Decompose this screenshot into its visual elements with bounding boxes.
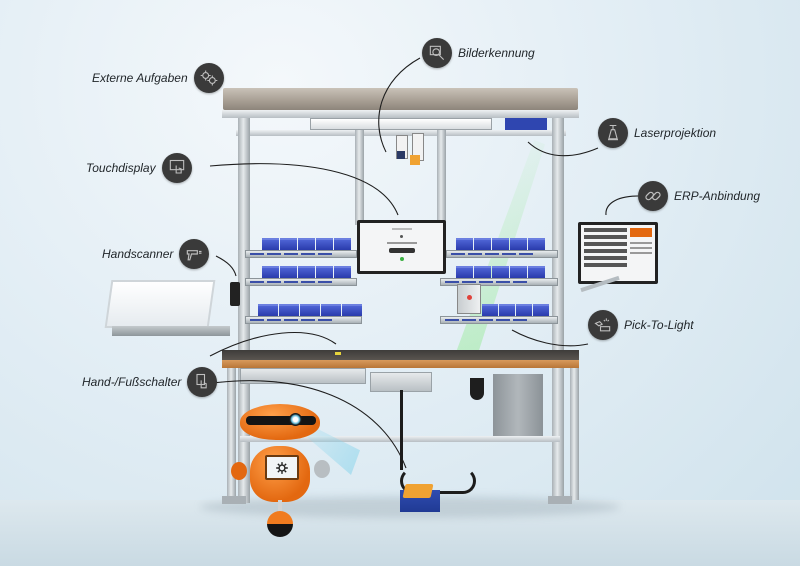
shelf-rail-left-3 (245, 316, 362, 324)
callout-label: ERP-Anbindung (674, 189, 761, 203)
touch-display (357, 220, 446, 274)
callout-pick-to-light: Pick-To-Light (588, 310, 694, 340)
robot-arm-right (314, 460, 330, 478)
drawer (240, 368, 366, 384)
callout-label: Externe Aufgaben (92, 71, 188, 85)
callout-hand-fussschalter: Hand-/Fußschalter (82, 367, 218, 397)
robot-chest-screen (265, 455, 299, 480)
shelf-rail-left-1 (245, 250, 357, 258)
robot-visor (246, 416, 316, 425)
shelf-rail-right-2 (440, 278, 558, 286)
shelf-right-2 (456, 266, 545, 279)
leg-right-front (570, 360, 579, 500)
leg-left-front (227, 360, 236, 500)
robot-arm-left (231, 462, 247, 480)
callout-externe-aufgaben: Externe Aufgaben (92, 63, 224, 93)
robot-wheel (267, 511, 293, 537)
post-right (552, 118, 564, 503)
hand-light-bin-icon (588, 310, 618, 340)
shelf-rail-right-1 (446, 250, 558, 258)
callout-label: Touchdisplay (86, 161, 156, 175)
hand-scanner (230, 282, 240, 306)
callout-bilderkennung: Bilderkennung (422, 38, 535, 68)
callout-label: Pick-To-Light (624, 318, 694, 332)
image-magnifier-icon (422, 38, 452, 68)
laser-projector (505, 118, 547, 130)
robot-neck (278, 500, 282, 512)
barcode-scanner-icon (179, 239, 210, 269)
foot-right (548, 496, 572, 504)
callout-touchdisplay: Touchdisplay (86, 153, 192, 183)
erp-monitor (578, 222, 658, 284)
gears-icon (193, 63, 224, 93)
post-inner-right (437, 130, 446, 225)
post-inner-left (355, 130, 364, 225)
led-light-bar (310, 118, 492, 130)
camera-lens (397, 151, 405, 159)
post-left (238, 118, 250, 503)
callout-label: Handscanner (102, 247, 174, 261)
connector-erp (605, 195, 639, 216)
connector-bilderkennung (378, 57, 421, 153)
upper-crossbeam (236, 130, 566, 136)
shelf-left-1 (262, 238, 351, 251)
work-surface-edge (222, 360, 579, 368)
side-panel-arm (112, 326, 230, 336)
shelf-left-2 (262, 266, 351, 279)
shelf-rail-right-3 (440, 316, 558, 324)
callout-label: Hand-/Fußschalter (82, 375, 182, 389)
shelf-left-3 (258, 304, 362, 317)
camera-mount (410, 155, 420, 165)
waste-bin (493, 374, 543, 438)
callout-laserprojektion: Laserprojektion (598, 118, 716, 148)
callout-erp-anbindung: ERP-Anbindung (638, 181, 760, 211)
foot-left (222, 496, 246, 504)
top-crossbeam (222, 110, 579, 118)
pick-to-light-box (457, 284, 481, 314)
callout-handscanner: Handscanner (102, 239, 210, 269)
robot-eye (289, 413, 302, 426)
surface-marker (335, 352, 341, 355)
work-surface (222, 350, 579, 360)
connector-fussschalter (205, 380, 407, 469)
chain-link-icon (638, 181, 668, 211)
laser-projector-icon (598, 118, 628, 148)
hand-press-switch-icon (187, 367, 218, 397)
shelf-rail-left-2 (245, 278, 357, 286)
connector-handscanner (215, 255, 237, 277)
connector-pick-to-light (511, 329, 589, 347)
tool-holder (470, 378, 484, 400)
connector-touch-table (209, 331, 337, 357)
overhead-hood (223, 88, 578, 110)
connector-touchdisplay (209, 163, 399, 216)
gear-icon (276, 461, 288, 474)
touchscreen-hand-icon (161, 153, 192, 183)
shelf-right-1 (456, 238, 545, 251)
pedal-cable-drop (400, 390, 403, 470)
callout-label: Laserprojektion (634, 126, 717, 140)
connector-laserprojektion (527, 141, 599, 157)
callout-label: Bilderkennung (458, 46, 535, 60)
shelf-right-3 (482, 304, 549, 317)
